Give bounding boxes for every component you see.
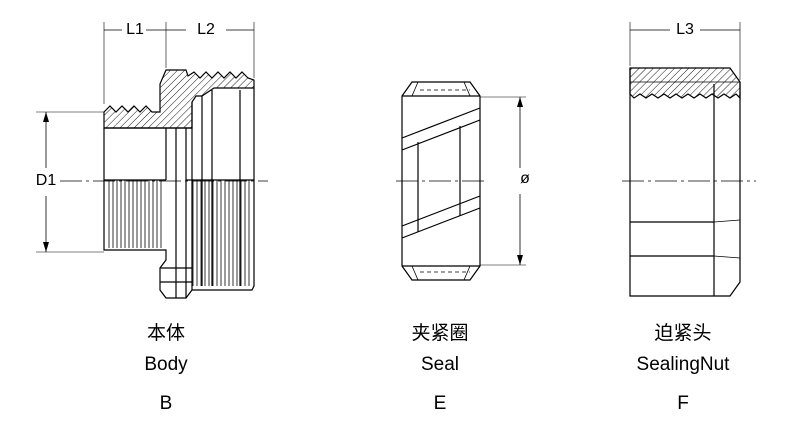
body-letter: B (159, 393, 173, 414)
nut-drawing (622, 22, 756, 297)
seal-letter: E (433, 393, 447, 414)
dim-label-d1: D1 (35, 172, 57, 189)
body-drawing (36, 22, 268, 299)
body-chinese-label: 本体 (146, 322, 185, 344)
nut-section-hatch (629, 67, 741, 100)
body-section-hatch (103, 69, 255, 129)
dim-label-l3: L3 (676, 21, 694, 38)
dim-label-l2: L2 (197, 21, 215, 38)
body-english-label: Body (144, 354, 188, 375)
nut-chinese-label: 迫紧头 (654, 322, 712, 344)
seal-drawing (396, 81, 526, 281)
seal-english-label: Seal (420, 354, 460, 375)
nut-english-label: SealingNut (636, 354, 730, 375)
dim-label-diameter: ø (520, 170, 530, 187)
nut-letter: F (677, 393, 689, 414)
seal-chinese-label: 夹紧圈 (411, 322, 469, 344)
dim-label-l1: L1 (126, 21, 144, 38)
